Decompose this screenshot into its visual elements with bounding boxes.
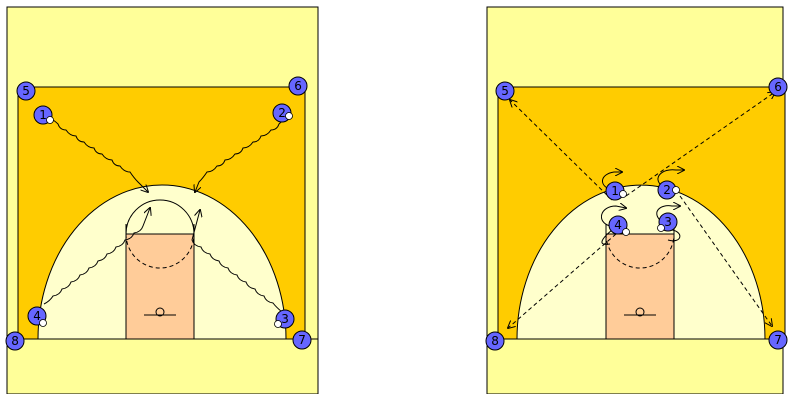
player-label: 8 (11, 334, 19, 348)
player-label: 3 (664, 215, 672, 229)
hoop (155, 307, 165, 317)
ball (285, 112, 293, 120)
player-label: 5 (501, 84, 509, 98)
free-throw-circle-bottom (605, 233, 675, 269)
left-player-8[interactable]: 8 (5, 331, 25, 351)
player-label: 3 (281, 312, 289, 326)
cut-loop-4 (601, 206, 626, 227)
player-marker (288, 76, 308, 96)
player-marker (768, 330, 788, 350)
left-player-3[interactable]: 3 (274, 309, 295, 329)
right-player-1[interactable]: 1 (605, 181, 627, 201)
dribble-path-1 (49, 117, 148, 192)
ball (622, 228, 630, 236)
player-label: 4 (614, 218, 622, 232)
ball (619, 190, 627, 198)
paint-area (605, 233, 675, 340)
player-marker (495, 81, 515, 101)
left-player-4[interactable]: 4 (27, 306, 47, 327)
player-label: 1 (611, 184, 619, 198)
ball (46, 116, 54, 124)
dribble-path-3 (191, 210, 283, 313)
player-label: 2 (663, 183, 671, 197)
cut-loop-3b (667, 229, 681, 242)
right-player-7[interactable]: 7 (768, 330, 788, 350)
free-throw-circle-bottom (125, 233, 195, 269)
pass-path-to-8 (508, 233, 617, 328)
player-label: 6 (774, 80, 782, 94)
player-label: 6 (294, 79, 302, 93)
player-marker (5, 331, 25, 351)
free-throw-circle-top (125, 199, 195, 235)
dribble-path-4 (43, 208, 150, 305)
right-player-5[interactable]: 5 (495, 81, 515, 101)
hoop (635, 307, 645, 317)
cut-loop-3 (656, 206, 680, 221)
right-player-6[interactable]: 6 (768, 77, 788, 97)
player-label: 1 (39, 108, 47, 122)
left-diagram: 5 6 1 2 4 3 8 (5, 6, 319, 394)
paint-area (125, 233, 195, 340)
left-player-7[interactable]: 7 (292, 330, 312, 350)
cut-loop-4b (601, 229, 613, 245)
player-label: 2 (278, 106, 286, 120)
player-marker (608, 215, 628, 235)
right-player-3[interactable]: 3 (657, 212, 678, 232)
player-marker (485, 331, 505, 351)
left-player-1[interactable]: 1 (33, 105, 54, 125)
ball (672, 186, 680, 194)
left-player-5[interactable]: 5 (16, 81, 36, 101)
cut-loop-2 (657, 170, 684, 187)
pass-path-to-5 (510, 100, 613, 201)
left-player-2[interactable]: 2 (272, 103, 293, 123)
ball (274, 320, 282, 328)
ball (657, 224, 665, 232)
ball (39, 319, 47, 327)
pass-path-to-7 (679, 195, 772, 326)
player-label: 8 (491, 334, 499, 348)
pass-path-to-6 (625, 92, 775, 197)
player-label: 7 (298, 333, 306, 347)
player-marker (16, 81, 36, 101)
right-diagram: 5 6 1 2 4 3 8 (485, 6, 788, 394)
player-label: 7 (774, 333, 782, 347)
player-label: 5 (22, 84, 30, 98)
player-marker (292, 330, 312, 350)
player-label: 4 (33, 309, 41, 323)
right-player-2[interactable]: 2 (657, 180, 680, 200)
right-player-8[interactable]: 8 (485, 331, 505, 351)
dribble-path-2 (195, 117, 287, 192)
player-marker (768, 77, 788, 97)
right-player-4[interactable]: 4 (608, 215, 630, 236)
left-player-6[interactable]: 6 (288, 76, 308, 96)
